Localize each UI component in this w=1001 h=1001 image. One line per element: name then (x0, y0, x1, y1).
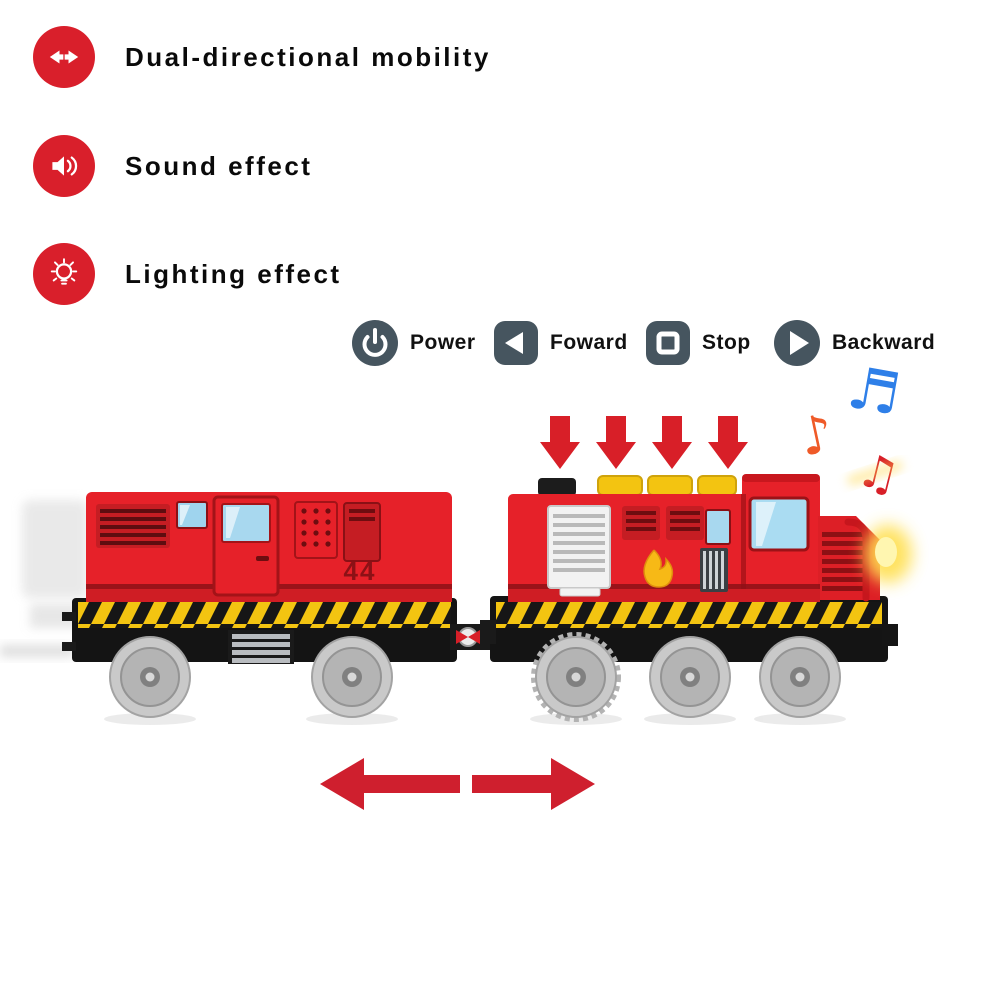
backward-icon (774, 320, 820, 366)
train-illustration: 44 (0, 460, 912, 725)
feature-lighting: Lighting effect (33, 243, 342, 305)
wagon-grille (96, 504, 170, 548)
wagon: 44 (62, 492, 457, 718)
loco-hood-window (705, 509, 731, 545)
control-label: Stop (702, 331, 751, 354)
loco-drive-wheel (531, 632, 621, 722)
right-arrow-icon (472, 758, 595, 810)
feature-label: Dual-directional mobility (125, 41, 491, 72)
locomotive (480, 460, 912, 722)
feature-dual-direction: Dual-directional mobility (33, 26, 491, 88)
wagon-wheel (109, 636, 191, 718)
control-stop: Stop (646, 321, 751, 365)
loco-striped-panel (700, 548, 728, 592)
feature-label: Lighting effect (125, 258, 342, 289)
down-arrows (540, 416, 748, 469)
music-note-icon: ♬ (842, 353, 906, 429)
wagon-window (176, 501, 208, 529)
down-arrow-icon (652, 416, 692, 469)
loco-vents (622, 506, 704, 540)
loco-exhaust (538, 478, 576, 496)
wagon-hazard-stripe (78, 602, 451, 628)
wagon-number: 44 (344, 556, 377, 586)
wheel-shadows (104, 713, 846, 725)
stop-icon (646, 321, 690, 365)
loco-wheel (759, 636, 841, 718)
feature-sound: Sound effect (33, 135, 312, 197)
feature-label: Sound effect (125, 150, 313, 181)
forward-icon (494, 321, 538, 365)
control-power: Power (352, 320, 476, 366)
front-handrail (844, 518, 870, 602)
control-label: Foward (550, 331, 628, 354)
loco-wheel (649, 636, 731, 718)
flame-icon (643, 549, 674, 588)
loco-grille (547, 505, 611, 597)
cab-window (748, 496, 810, 552)
direction-arrows (320, 758, 595, 810)
dual-direction-icon (33, 26, 95, 88)
wagon-door (212, 495, 280, 597)
control-label: Power (410, 331, 476, 354)
left-arrow-icon (320, 758, 460, 810)
wagon-dot-panel (294, 501, 338, 559)
speaker-icon (33, 135, 95, 197)
control-label: Backward (832, 331, 936, 354)
loco-roof-lights (597, 475, 737, 496)
headlight-glow (847, 460, 912, 583)
down-arrow-icon (708, 416, 748, 469)
wagon-wheel (311, 636, 393, 718)
down-arrow-icon (596, 416, 636, 469)
wagon-side-panel (343, 502, 381, 562)
control-backward: Backward (774, 320, 935, 366)
loco-hazard-stripe (496, 602, 882, 628)
down-arrow-icon (540, 416, 580, 469)
control-forward: Foward (494, 321, 628, 365)
wagon-vent (228, 630, 294, 664)
bulb-icon (33, 243, 95, 305)
power-icon (352, 320, 398, 366)
